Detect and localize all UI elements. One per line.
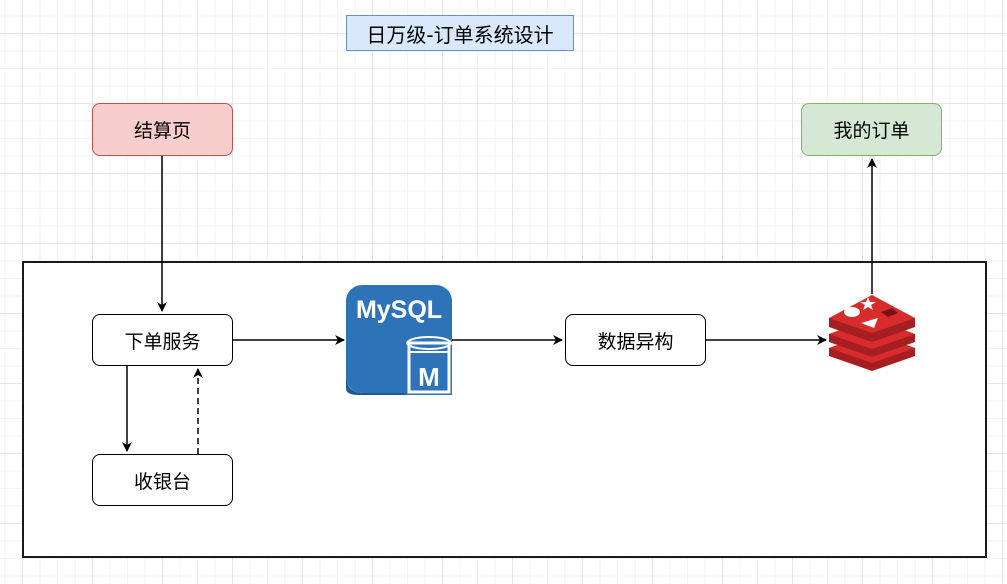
order-service-node[interactable]: 下单服务 <box>92 314 233 366</box>
data-heterogeneity-node[interactable]: 数据异构 <box>565 314 706 366</box>
cashier-node[interactable]: 收银台 <box>92 454 233 506</box>
system-boundary-container[interactable] <box>22 261 987 558</box>
checkout-page-node[interactable]: 结算页 <box>92 103 233 156</box>
redis-cache-icon[interactable] <box>829 295 915 371</box>
diagram-title[interactable]: 日万级-订单系统设计 <box>346 15 574 51</box>
my-orders-node[interactable]: 我的订单 <box>801 103 942 156</box>
mysql-badge: M <box>418 362 440 392</box>
mysql-database-icon[interactable]: MySQL M <box>346 285 452 395</box>
mysql-label: MySQL <box>356 296 442 324</box>
